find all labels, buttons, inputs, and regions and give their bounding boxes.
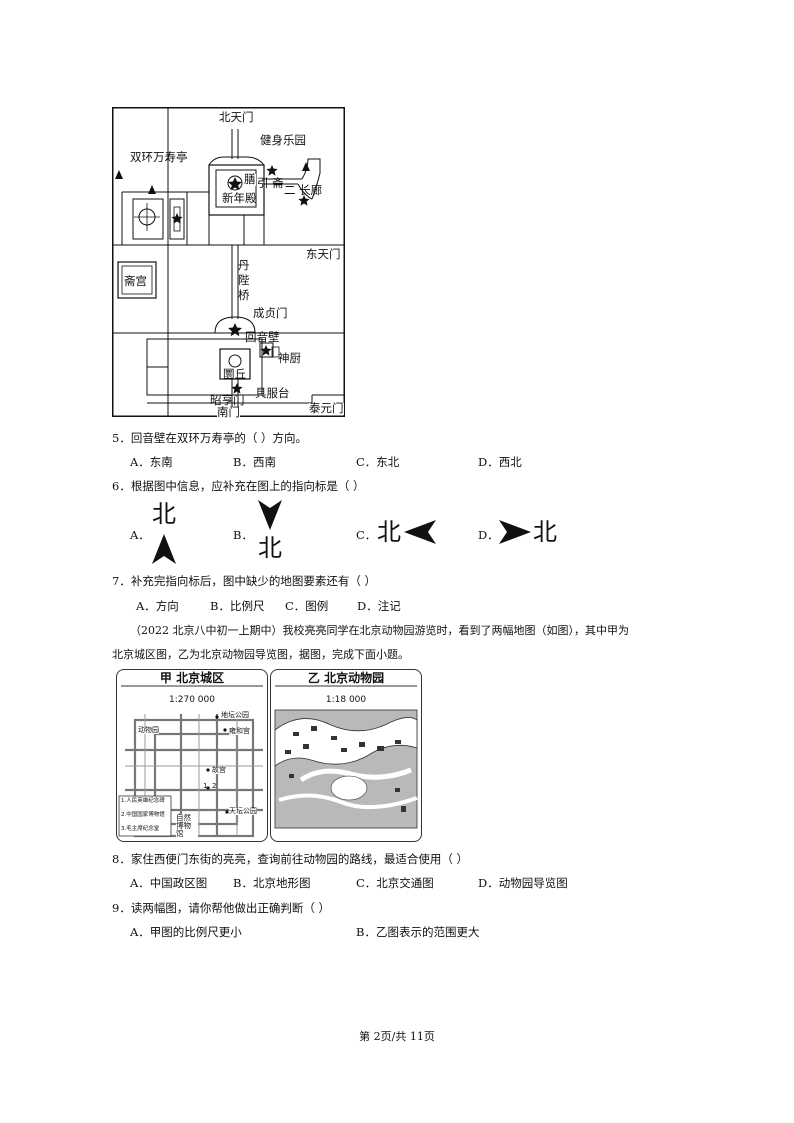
q9-option-a[interactable]: A．甲图的比例尺更小 [130,925,242,939]
q5-option-d[interactable]: D．西北 [478,455,522,469]
jia-mark-2: 2 [212,782,217,790]
label-qiniandian-part3: 引 斋 [257,176,284,190]
label-qiniandian-part2: 膳 [244,172,256,186]
danbi-char-1: 丹 [238,258,250,272]
q6-option-b-label[interactable]: B． [233,528,253,542]
map-yi-drawing [274,685,418,829]
q7-option-b[interactable]: B．比例尺 [210,599,265,613]
q6-option-d-label[interactable]: D． [478,528,499,542]
jia-label-yonghegong: 雍和宫 [229,727,250,736]
label-qiniandian: 新年殿 [222,191,257,205]
q8-option-b[interactable]: B．北京地形图 [233,876,311,890]
q6-b-down-arrow-icon [258,500,282,530]
label-chengzhen-gate: 成贞门 [253,306,288,320]
label-fitness-park: 健身乐园 [260,133,306,147]
label-shenchu: 神厨 [278,351,301,365]
map-jia-beijing-city: 甲 北京城区 1:270 000 动物园 地坛公园 雍和宫 故宫 1 2 天坛公… [116,669,268,842]
temple-of-heaven-map: 北天门 健身乐园 双环万寿亭 膳 引 斋 二 长廊 新年殿 东天门 丹 陛 桥 … [112,107,345,419]
label-east-gate: 东天门 [306,247,341,261]
label-shuanghuan-pavilion: 双环万寿亭 [130,150,188,164]
map-yi-scale: 1:18 000 [325,695,367,705]
q5-option-a[interactable]: A．东南 [130,455,173,469]
jia-label-gugong: 故宫 [212,766,226,775]
q8-option-d[interactable]: D．动物园导览图 [478,876,568,890]
jia-label-museum: 自然博物馆 [176,814,198,838]
jia-label-zoo: 动物园 [138,726,159,735]
q5-option-c[interactable]: C．东北 [356,455,400,469]
question-9-stem: 9．读两幅图，请你帮他做出正确判断（ ） [112,901,330,915]
jia-legend-1: 1.人民英雄纪念碑 [121,798,165,804]
label-zhaoheng-gate: 昭亨门 [210,393,245,407]
q6-option-a-label[interactable]: A． [130,528,150,542]
q6-option-c-label[interactable]: C． [356,528,377,542]
label-yuanqiu: 圜丘 [223,367,246,381]
q9-option-b[interactable]: B．乙图表示的范围更大 [356,925,480,939]
q6-a-north-char: 北 [152,500,176,528]
intro-line-1: （2022 北京八中初一上期中）我校亮亮同学在北京动物园游览时，看到了两幅地图（… [130,624,629,637]
label-taiyuan-gate: 泰元门 [309,401,344,415]
q6-c-north-char: 北 [377,518,401,546]
danbi-char-3: 桥 [238,288,250,302]
map-jia-scale: 1:270 000 [169,695,215,705]
label-danbi-bridge: 丹 陛 桥 [238,258,252,303]
label-north-gate: 北天门 [219,110,254,124]
label-huiyinbi: 回音壁 [245,330,280,344]
q5-option-b[interactable]: B．西南 [233,455,276,469]
map-yi-title: 乙 北京动物园 [307,671,385,685]
q8-option-a[interactable]: A．中国政区图 [130,876,208,890]
question-5-stem: 5．回音壁在双环万寿亭的（ ）方向。 [112,431,307,445]
question-7-stem: 7．补充完指向标后，图中缺少的地图要素还有（ ） [112,574,376,588]
jia-legend-3: 3.毛主席纪念堂 [121,826,160,832]
map-jia-roads [118,685,263,838]
label-jufutai: 具服台 [255,386,290,400]
map-jia-title: 甲 北京城区 [159,671,225,685]
q7-option-d[interactable]: D．注记 [357,599,401,613]
jia-legend-2: 2.中国国家博物馆 [121,812,165,818]
q6-d-right-arrow-icon [499,520,531,544]
label-south-gate: 南门 [217,405,240,419]
q8-option-c[interactable]: C．北京交通图 [356,876,434,890]
q6-d-north-char: 北 [533,518,557,546]
intro-line-2: 北京城区图，乙为北京动物园导览图，据图，完成下面小题。 [112,648,409,661]
question-6-stem: 6．根据图中信息，应补充在图上的指向标是（ ） [112,479,365,493]
map-yi-beijing-zoo: 乙 北京动物园 1:18 000 [270,669,422,842]
q7-option-c[interactable]: C．图例 [285,599,329,613]
q6-b-north-char: 北 [258,534,282,562]
question-8-stem: 8．家住西便门东街的亮亮，查询前往动物园的路线，最适合使用（ ） [112,852,468,866]
q7-option-a[interactable]: A．方向 [136,599,179,613]
q6-c-left-arrow-icon [404,520,436,544]
label-zhaigong: 斋宫 [124,274,147,288]
jia-label-ditan: 地坛公园 [221,711,249,720]
jia-mark-1: 1 [203,782,208,790]
label-long-corridor: 二 长廊 [284,183,323,197]
page-footer: 第 2页/共 11页 [359,1030,435,1043]
q6-a-up-arrow-icon [152,534,176,564]
danbi-char-2: 陛 [238,273,250,287]
jia-label-tiantan: 天坛公园 [229,807,257,816]
